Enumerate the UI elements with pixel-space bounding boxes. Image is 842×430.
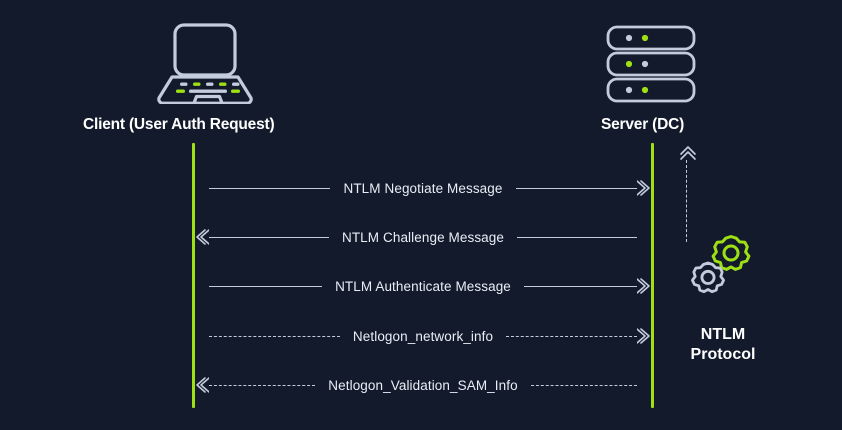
- server-lifeline: [651, 143, 654, 408]
- protocol-caption: NTLM Protocol: [663, 325, 783, 365]
- protocol-riser: [674, 142, 700, 242]
- message-row: NTLM Authenticate Message: [193, 273, 653, 299]
- message-label: Netlogon_network_info: [352, 328, 494, 344]
- chevron-right-icon: [637, 328, 650, 344]
- message-line-right: [523, 285, 637, 287]
- server-label: Server (DC): [601, 116, 685, 133]
- message-line-right: [530, 384, 637, 386]
- protocol-caption-line2: Protocol: [690, 346, 756, 363]
- message-line-right: [515, 187, 637, 189]
- gears-icon: [686, 234, 762, 306]
- message-row: NTLM Negotiate Message: [193, 175, 653, 201]
- server-rack-icon: [600, 24, 702, 104]
- message-line-left: [209, 285, 323, 287]
- message-line-right: [517, 236, 637, 238]
- message-line-left: [209, 236, 329, 238]
- protocol-caption-line1: NTLM: [700, 326, 746, 343]
- message-row: NTLM Challenge Message: [193, 224, 653, 250]
- message-row: Netlogon_Validation_SAM_Info: [193, 372, 653, 398]
- chevron-right-icon: [637, 278, 650, 294]
- laptop-icon: [152, 22, 258, 105]
- client-lifeline: [192, 143, 195, 408]
- chevron-left-icon: [196, 229, 209, 245]
- riser-dashed-line: [686, 160, 687, 242]
- chevron-left-icon: [196, 377, 209, 393]
- message-line-left: [209, 384, 316, 386]
- message-line-left: [209, 335, 340, 337]
- message-label: NTLM Negotiate Message: [343, 180, 503, 196]
- message-label: NTLM Challenge Message: [341, 229, 505, 245]
- message-line-left: [209, 187, 331, 189]
- message-label: NTLM Authenticate Message: [335, 278, 511, 294]
- message-label: Netlogon_Validation_SAM_Info: [328, 377, 518, 393]
- chevron-right-icon: [637, 180, 650, 196]
- message-line-right: [506, 335, 638, 337]
- client-label: Client (User Auth Request): [83, 116, 275, 133]
- chevron-up-icon: [680, 146, 696, 160]
- message-row: Netlogon_network_info: [193, 323, 653, 349]
